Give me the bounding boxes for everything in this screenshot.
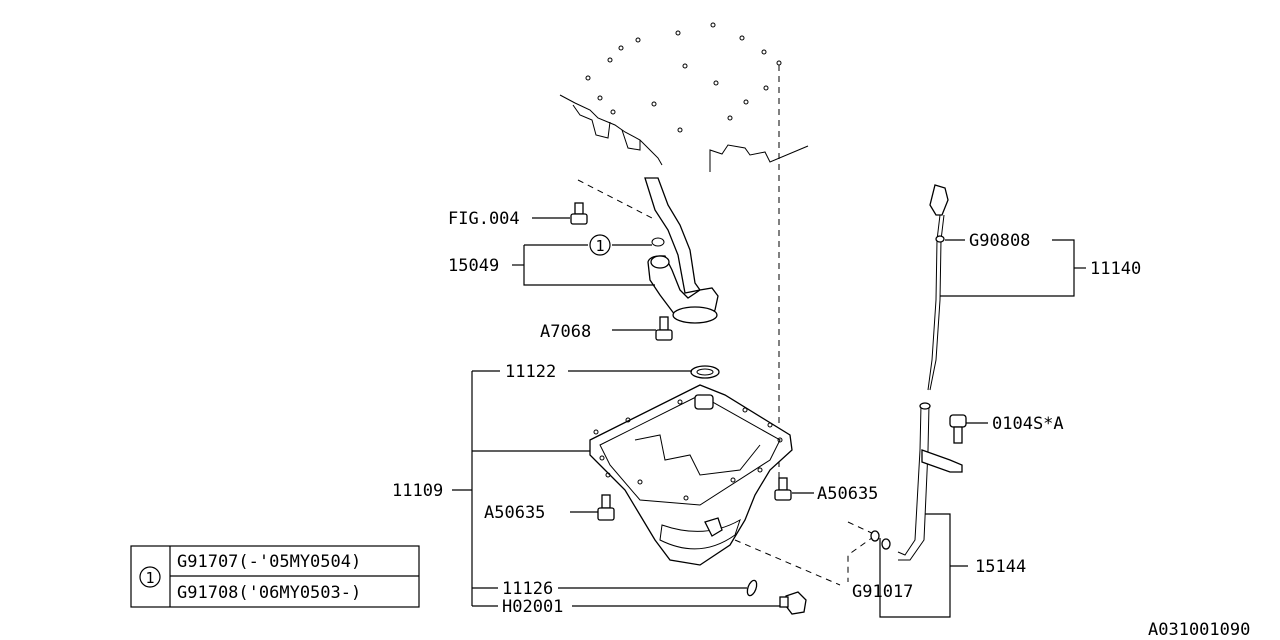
diagram-id: A031001090 — [1148, 620, 1250, 640]
label-g90808: G90808 — [969, 231, 1030, 251]
legend-row-2: G91708('06MY0503-) — [177, 583, 361, 603]
label-11122: 11122 — [505, 362, 556, 382]
label-11126: 11126 — [502, 579, 553, 599]
label-15144: 15144 — [975, 557, 1026, 577]
legend-symbol: 1 — [145, 569, 154, 587]
engine-block — [559, 22, 809, 172]
oil-level-gauge-11140 — [927, 184, 949, 391]
label-g91017: G91017 — [852, 582, 913, 602]
drain-plug-h02001 — [779, 591, 807, 615]
label-h02001: H02001 — [502, 597, 563, 617]
bolt-0104s — [949, 414, 967, 444]
oil-pan-11109 — [589, 365, 793, 566]
oil-strainer-15049 — [644, 177, 719, 324]
label-a50635-left: A50635 — [484, 503, 545, 523]
guide-line-g91017 — [847, 521, 877, 582]
bolt-fig004 — [570, 202, 588, 225]
bolt-a50635-left — [597, 494, 615, 521]
bolt-a7068 — [655, 316, 673, 341]
label-11140: 11140 — [1090, 259, 1141, 279]
label-11109: 11109 — [392, 481, 443, 501]
leader-lines — [452, 217, 1086, 618]
legend-table: 1 G91707(-'05MY0504) G91708('06MY0503-) — [130, 545, 420, 608]
guide-line-fig004 — [577, 179, 653, 219]
circle-ref-1: 1 — [589, 234, 611, 256]
bolt-a50635-right — [774, 477, 792, 501]
label-fig004: FIG.004 — [448, 209, 520, 229]
guide-tube-15144 — [870, 402, 963, 561]
gasket-11126 — [746, 579, 758, 597]
label-a7068: A7068 — [540, 322, 591, 342]
guide-line-drain — [734, 539, 841, 586]
legend-row-1: G91707(-'05MY0504) — [177, 552, 361, 572]
circle-ref-text: 1 — [595, 237, 604, 255]
label-15049: 15049 — [448, 256, 499, 276]
label-0104s: 0104S*A — [992, 414, 1064, 434]
label-a50635-right: A50635 — [817, 484, 878, 504]
engine-bolt-holes — [585, 22, 782, 133]
